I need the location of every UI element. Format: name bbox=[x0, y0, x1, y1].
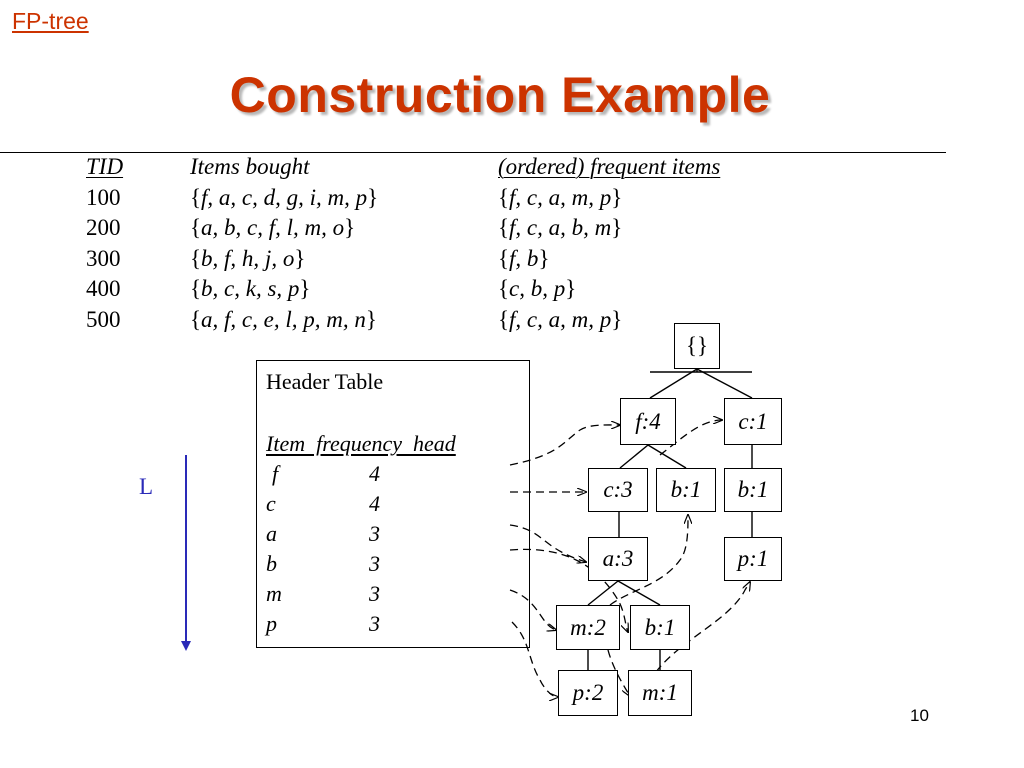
frequent-items-list: f, c, a, b, m bbox=[509, 215, 612, 240]
frequent-items-list: f, b bbox=[509, 245, 539, 271]
header-frequency: 4 bbox=[369, 461, 380, 486]
items-cell: {a, f, c, e, l, p, m, n} bbox=[190, 306, 377, 332]
items-cell: {a, b, c, f, l, m, o} bbox=[190, 215, 356, 240]
tree-node-a: a:3 bbox=[588, 537, 648, 581]
header-frequency: 3 bbox=[369, 551, 380, 576]
tree-root-node: {} bbox=[674, 323, 720, 369]
frequent-items-list: c, b, p bbox=[509, 276, 566, 301]
header-frequency: 3 bbox=[369, 581, 380, 606]
header-table-row: p 3 bbox=[266, 611, 466, 641]
tid-cell: 500 bbox=[86, 306, 121, 332]
header-table-title: Header Table bbox=[266, 369, 384, 394]
header-item: p bbox=[266, 611, 277, 636]
items-column-header: Items bought bbox=[190, 154, 310, 179]
header-item: m bbox=[266, 581, 282, 606]
order-arrow-label: L bbox=[139, 474, 154, 499]
header-frequency: 4 bbox=[369, 491, 380, 516]
page-number: 10 bbox=[910, 706, 929, 725]
tid-cell: 300 bbox=[86, 245, 121, 271]
header-item: f bbox=[272, 461, 279, 486]
header-table-row: m 3 bbox=[266, 581, 466, 611]
tid-cell: 200 bbox=[86, 215, 121, 240]
header-item: a bbox=[266, 521, 277, 546]
frequent-items-cell: {c, b, p} bbox=[498, 276, 577, 301]
header-item: b bbox=[266, 551, 277, 576]
tree-node-c: c:3 bbox=[588, 468, 648, 512]
frequent-items-cell: {f, c, a, b, m} bbox=[498, 215, 623, 240]
header-table-row: f 4 bbox=[266, 461, 466, 491]
slide-title: Construction Example bbox=[229, 67, 771, 123]
tree-node-b: b:1 bbox=[656, 468, 716, 512]
header-table-row: a 3 bbox=[266, 521, 466, 551]
tree-node-p: p:1 bbox=[724, 537, 782, 581]
tree-node-m: m:2 bbox=[556, 605, 620, 650]
tid-cell: 400 bbox=[86, 276, 121, 301]
tree-node-m: m:1 bbox=[628, 670, 692, 716]
header-item: c bbox=[266, 491, 276, 516]
tid-cell: 100 bbox=[86, 184, 121, 210]
tree-node-b: b:1 bbox=[724, 468, 782, 512]
header-frequency: 3 bbox=[369, 611, 380, 636]
title-divider bbox=[0, 152, 946, 153]
topic-link[interactable]: FP-tree bbox=[12, 8, 89, 34]
tree-node-b: b:1 bbox=[630, 605, 690, 650]
frequent-items-list: f, c, a, m, p bbox=[509, 184, 612, 210]
header-frequency: 3 bbox=[369, 521, 380, 546]
header-table-row: c 4 bbox=[266, 491, 466, 521]
header-table-row: b 3 bbox=[266, 551, 466, 581]
tree-node-p: p:2 bbox=[558, 670, 618, 716]
items-cell: {f, a, c, d, g, i, m, p} bbox=[190, 184, 379, 210]
items-list: b, f, h, j, o bbox=[201, 245, 295, 271]
items-list: f, a, c, d, g, i, m, p bbox=[201, 184, 368, 210]
items-list: a, b, c, f, l, m, o bbox=[201, 215, 345, 240]
frequent-items-cell: {f, c, a, m, p} bbox=[498, 184, 623, 210]
tree-edges bbox=[587, 368, 753, 670]
frequent-items-cell: {f, b} bbox=[498, 245, 550, 271]
items-list: a, f, c, e, l, p, m, n bbox=[201, 306, 366, 332]
header-table-columns: Item frequency head bbox=[266, 431, 456, 456]
items-cell: {b, c, k, s, p} bbox=[190, 276, 311, 301]
tree-node-c: c:1 bbox=[724, 398, 782, 445]
frequent-items-column-header: (ordered) frequent items bbox=[498, 154, 721, 179]
tree-node-f: f:4 bbox=[620, 398, 676, 445]
frequent-items-cell: {f, c, a, m, p} bbox=[498, 306, 623, 332]
frequent-items-list: f, c, a, m, p bbox=[509, 306, 612, 332]
tid-column-header: TID bbox=[86, 154, 124, 179]
header-table: Header Table Item frequency head f 4 c 4… bbox=[256, 360, 530, 648]
items-cell: {b, f, h, j, o} bbox=[190, 245, 306, 271]
items-list: b, c, k, s, p bbox=[201, 276, 300, 301]
order-arrow-head bbox=[181, 641, 191, 651]
